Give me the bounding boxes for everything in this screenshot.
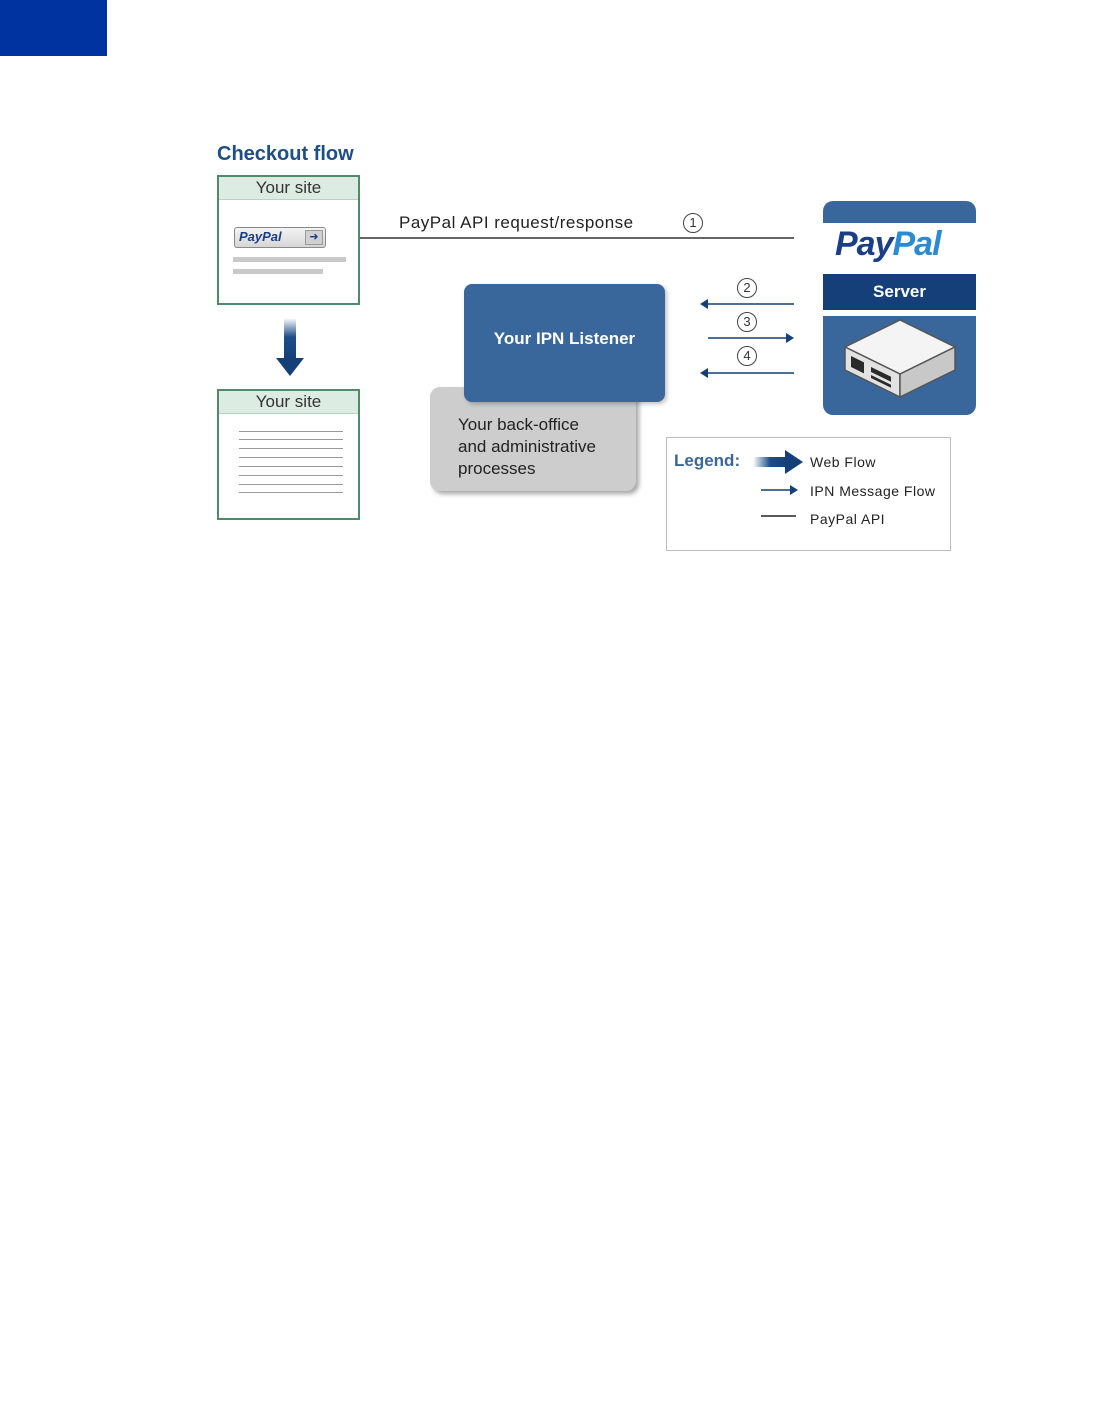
paypal-server-panel: PayPal Server bbox=[823, 201, 976, 415]
api-line-label: PayPal API request/response bbox=[399, 213, 634, 232]
site-header-label: Your site bbox=[219, 177, 358, 200]
server-icon bbox=[843, 319, 957, 399]
step-4-badge: 4 bbox=[737, 346, 757, 366]
backoffice-text: Your back-office and administrative proc… bbox=[458, 414, 596, 480]
server-label: Server bbox=[823, 274, 976, 310]
corner-tab bbox=[0, 0, 107, 56]
text-line bbox=[239, 475, 343, 476]
text-line bbox=[239, 439, 343, 440]
backoffice-box: Your back-office and administrative proc… bbox=[430, 387, 636, 491]
step-1-badge: 1 bbox=[683, 213, 703, 233]
backoffice-line: processes bbox=[458, 459, 536, 478]
legend-item-ipn-message-flow: IPN Message Flow bbox=[810, 483, 936, 499]
paypal-button-label: PayPal bbox=[239, 229, 282, 244]
ipn-arrow-left-4 bbox=[700, 368, 794, 378]
api-legend-line bbox=[761, 515, 796, 517]
ipn-arrow-left-2 bbox=[700, 299, 794, 309]
paypal-logo-area: PayPal bbox=[823, 223, 976, 274]
server-divider bbox=[823, 310, 976, 316]
paypal-checkout-button[interactable]: PayPal ➜ bbox=[234, 227, 326, 248]
paypal-api-line bbox=[360, 237, 794, 239]
legend-box: Legend: Web Flow IPN Message Flow PayPal… bbox=[666, 437, 951, 551]
text-line bbox=[239, 484, 343, 485]
text-line bbox=[239, 492, 343, 493]
your-site-box-confirmation: Your site bbox=[217, 389, 360, 520]
site-header-label: Your site bbox=[219, 391, 358, 414]
legend-item-paypal-api: PayPal API bbox=[810, 511, 886, 527]
text-line bbox=[239, 466, 343, 467]
web-flow-down-arrow bbox=[276, 318, 304, 376]
ipn-legend-arrow bbox=[761, 485, 798, 495]
legend-title: Legend: bbox=[674, 451, 741, 470]
your-site-box-checkout: Your site PayPal ➜ bbox=[217, 175, 360, 305]
text-line bbox=[239, 431, 343, 432]
ipn-arrow-right-3 bbox=[708, 333, 794, 343]
web-flow-legend-arrow bbox=[753, 450, 803, 474]
backoffice-line: Your back-office bbox=[458, 415, 579, 434]
step-2-badge: 2 bbox=[737, 278, 757, 298]
paypal-logo: PayPal bbox=[835, 225, 942, 263]
ipn-listener-box: Your IPN Listener bbox=[464, 284, 665, 402]
text-line bbox=[239, 457, 343, 458]
legend-item-web-flow: Web Flow bbox=[810, 454, 876, 470]
arrow-right-icon: ➜ bbox=[305, 230, 323, 245]
placeholder-bar bbox=[233, 257, 346, 262]
placeholder-bar bbox=[233, 269, 323, 274]
text-line bbox=[239, 448, 343, 449]
checkout-flow-title: Checkout flow bbox=[217, 143, 354, 165]
step-3-badge: 3 bbox=[737, 312, 757, 332]
backoffice-line: and administrative bbox=[458, 437, 596, 456]
